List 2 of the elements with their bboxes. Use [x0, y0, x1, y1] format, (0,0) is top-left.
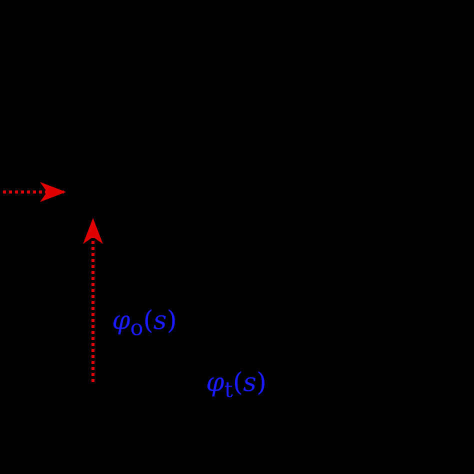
formula-label: φ$_{t}$(s) [206, 370, 267, 402]
formula-label: φ$_{o}$(s) [112, 308, 177, 340]
